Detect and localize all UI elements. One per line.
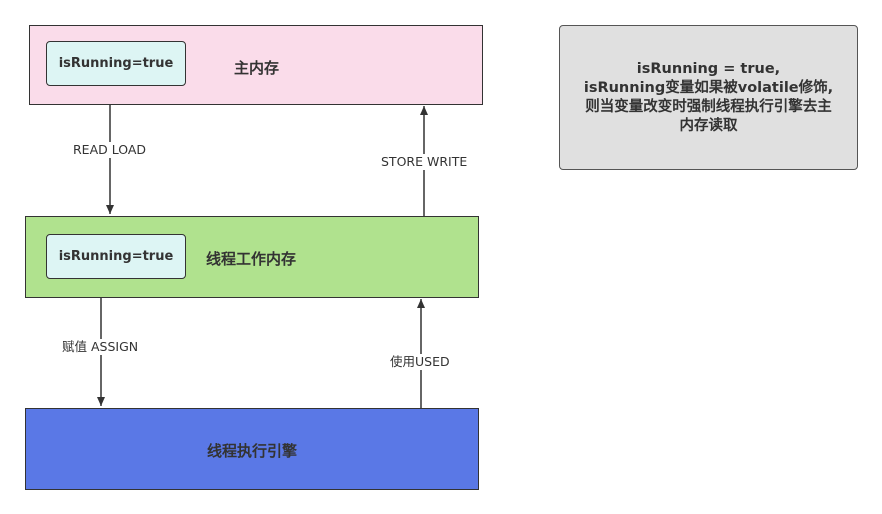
execution-engine-box: 线程执行引擎 <box>25 408 479 490</box>
execution-engine-title: 线程执行引擎 <box>206 442 297 460</box>
read-load-label: READ LOAD <box>73 142 147 158</box>
used-label: 使用USED <box>390 354 450 370</box>
work-memory-box: isRunning=true 线程工作内存 <box>25 216 479 298</box>
volatile-note-text: isRunning = true, isRunning变量如果被volatile… <box>583 60 834 134</box>
main-memory-variable: isRunning=true <box>46 41 186 86</box>
work-memory-variable: isRunning=true <box>46 234 186 279</box>
store-write-label: STORE WRITE <box>381 154 468 170</box>
assign-label: 赋值 ASSIGN <box>62 339 139 355</box>
main-memory-box: isRunning=true 主内存 <box>29 25 483 105</box>
work-memory-title: 线程工作内存 <box>206 250 297 268</box>
volatile-note: isRunning = true, isRunning变量如果被volatile… <box>559 25 858 170</box>
main-memory-title: 主内存 <box>234 59 280 77</box>
